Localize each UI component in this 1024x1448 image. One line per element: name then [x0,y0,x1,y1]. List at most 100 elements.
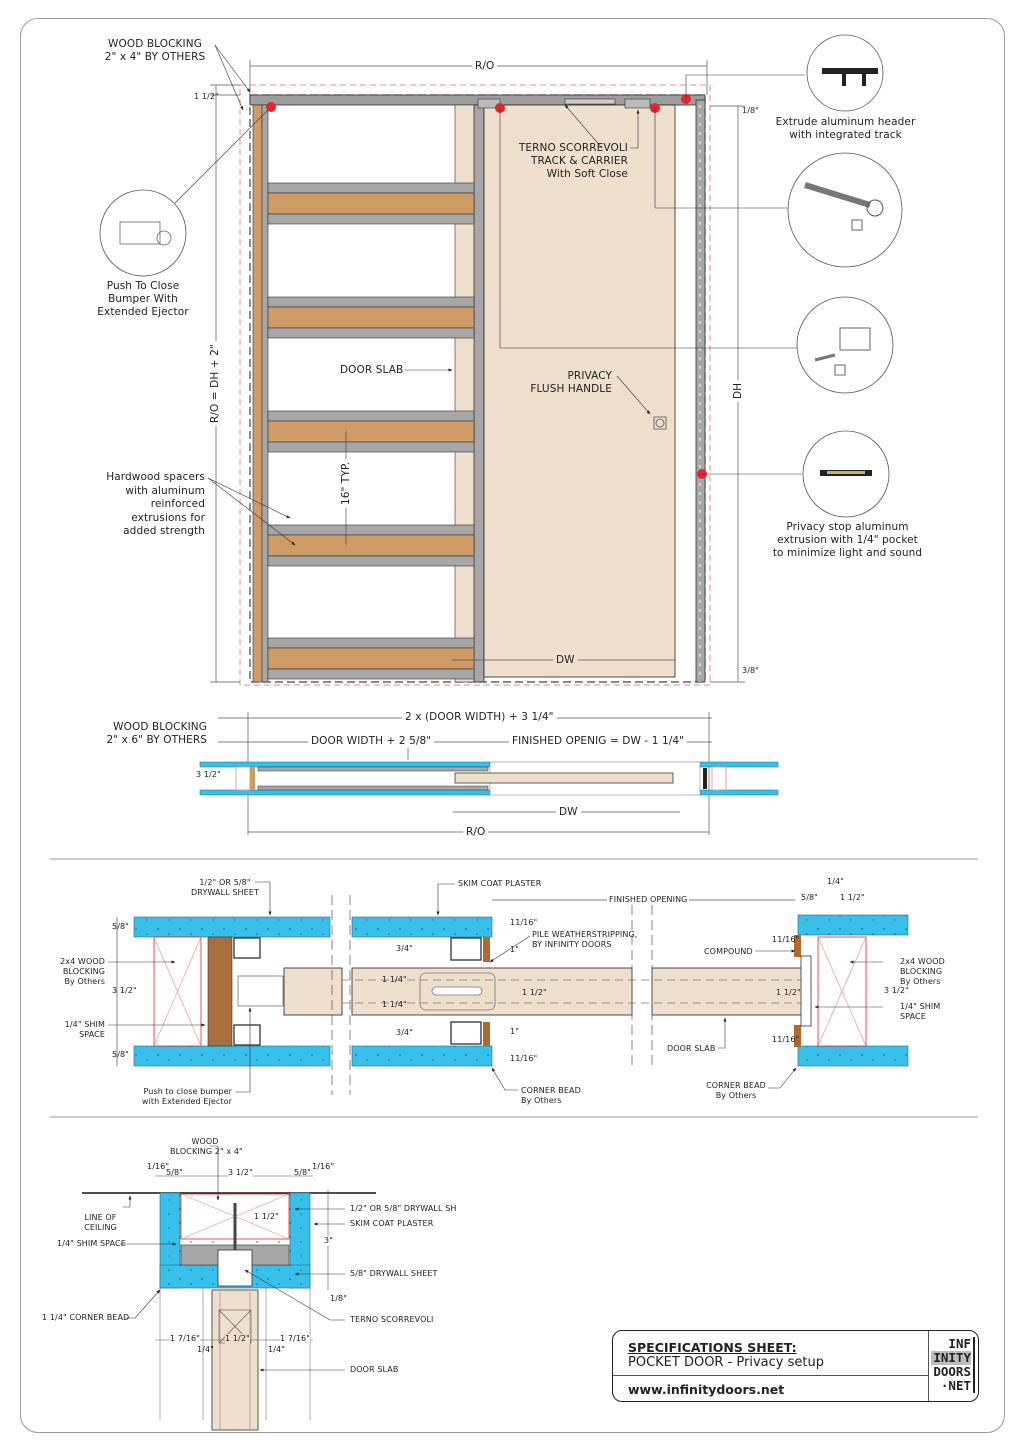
head-section [82,1145,376,1431]
callout-line: Push To Close [106,280,180,292]
callout-line: BLOCKING [62,967,105,976]
callout-wood-blocking-head: WOOD BLOCKING 2" x 4" [170,1137,243,1157]
dim-head-bottom-0: 1 7/16" [170,1334,200,1344]
dim-head-bottom-1: 1/4" [197,1345,214,1354]
callout-corner-bead-mid: CORNER BEAD By Others [521,1086,581,1106]
dim-16-typ: 16" TYP. [340,458,353,508]
callout-line: 1/4" SHIM [64,1020,105,1029]
callout-line: By Others [521,1096,562,1105]
callout-door-slab: DOOR SLAB [340,364,404,376]
dim-three-quarter-top: 3/4" [396,944,413,953]
callout-line: Extended Ejector [97,306,189,318]
drawing-sheet-border [20,18,1005,1433]
callout-aluminum-header: Extrude aluminum header with integrated … [768,116,923,142]
dim-one-half-right: 1 1/2" [840,893,865,902]
callout-terno-track: TERNO SCORREVOLI TRACK & CARRIER With So… [500,142,628,181]
callout-line: BLOCKING 2" x 4" [170,1147,243,1156]
dim-head-bottom-3: 1/4" [268,1345,285,1354]
dim-head-block: 1 1/2" [254,1212,279,1222]
callout-line: TRACK & CARRIER [531,155,628,167]
callout-push-to-close: Push To Close Bumper With Extended Eject… [88,280,198,319]
dim-top-gap: 1 1/2" [194,92,219,101]
callout-line: Bumper With [108,293,178,305]
callout-line: By Others [900,977,941,986]
dim-finished-opening: FINISHED OPENIG = DW - 1 1/4" [509,735,688,748]
callout-line: 2x4 WOOD [900,957,945,966]
dim-total-width: 2 x (DOOR WIDTH) + 3 1/4" [402,711,557,724]
title-block-text-area: SPECIFICATIONS SHEET: POCKET DOOR - Priv… [613,1331,929,1401]
callout-line: CORNER BEAD [706,1081,766,1090]
callout-line: with integrated track [789,129,902,141]
dim-slab-thickness: 1 1/2" [522,988,547,997]
dim-quarter-right: 1/4" [827,877,844,886]
title-block: SPECIFICATIONS SHEET: POCKET DOOR - Priv… [612,1330,979,1402]
callout-blocking-right: 2x4 WOOD BLOCKING By Others [900,957,945,987]
dim-three-quarter-bottom: 3/4" [396,1028,413,1037]
callout-line: WOOD [191,1137,219,1146]
callout-line: 1/4" SHIM [900,1002,941,1011]
dim-ro-height: R/O = DH + 2" [209,341,222,426]
dim-ro-top: R/O [472,60,498,73]
callout-wood-blocking-top: WOOD BLOCKING 2" x 4" BY OTHERS [100,38,210,64]
callout-line: Push to close bumper [143,1087,232,1096]
dim-head-bottom-4: 1 7/16" [280,1334,310,1344]
callout-line: 2" x 6" BY OTHERS [106,734,207,746]
plan-view [199,712,779,835]
callout-privacy-handle: PRIVACY FLUSH HANDLE [520,370,612,396]
callout-skim-coat: SKIM COAT PLASTER [458,879,542,888]
dim-head-top-2: 3 1/2" [228,1168,253,1178]
dim-1-inch-top: 1" [510,945,519,954]
website-link[interactable]: www.infinitydoors.net [628,1382,785,1397]
jamb-section [108,881,909,1095]
callout-compound: COMPOUND [704,947,753,956]
callout-line: with aluminum [125,484,205,497]
callout-drywall-sheet: 1/2" OR 5/8" DRYWALL SHEET [190,878,260,898]
callout-line: to minimize light and sound [772,547,923,559]
title-divider [613,1375,928,1376]
callout-line: PILE WEATHERSTRIPPING, [532,930,638,939]
dim-slab-lower: 1 1/4" [382,1000,407,1009]
bumper-detail-circle [99,189,187,277]
dim-head-top-4: 1/16" [312,1162,335,1171]
callout-line: By Others [715,1091,757,1100]
callout-line: 2x4 WOOD [60,957,105,966]
dim-head-top-3: 5/8" [294,1168,311,1177]
callout-corner-bead-head: 1 1/4" CORNER BEAD [42,1313,130,1322]
callout-line-of-ceiling: LINE OF CEILING [78,1213,123,1233]
logo-line: ·NET [940,1378,971,1393]
logo-line: DOORS [933,1364,971,1379]
dim-11-16-right-bottom: 11/16" [772,1035,800,1044]
dim-11-16-top: 11/16" [510,918,538,927]
dim-dw-elevation: DW [553,654,578,667]
dim-right-top-gap: 1/8" [742,106,759,115]
callout-line: CEILING [84,1223,117,1232]
callout-line: SPACE [79,1030,105,1039]
dim-dw-plan: DW [556,806,581,819]
dim-head-right: 3" [324,1236,333,1246]
callout-wood-blocking-plan: WOOD BLOCKING 2" x 6" BY OTHERS [95,721,207,747]
callout-shim-left: 1/4" SHIM SPACE [50,1020,105,1040]
dim-finished-opening-section: FINISHED OPENING [607,895,690,905]
dim-dh: DH [732,379,745,402]
dim-ro-plan: R/O [463,826,489,839]
callout-line: Hardwood spacers [106,471,205,483]
callout-privacy-stop: Privacy stop aluminum extrusion with 1/4… [765,521,930,560]
callout-line: BLOCKING [900,967,943,976]
dim-core-right: 3 1/2" [884,986,909,995]
dim-pocket-width: DOOR WIDTH + 2 5/8" [308,735,435,748]
callout-line: TERNO SCORREVOLI [518,142,628,154]
callout-line: WOOD BLOCKING [108,38,202,50]
marker-bumper [266,102,276,112]
callout-line: with Extended Ejector [141,1097,232,1106]
callout-line: DRYWALL SHEET [191,888,259,897]
callout-line: extrusion with 1/4" pocket [777,534,918,546]
callout-drywall-58-head: 5/8" DRYWALL SHEET [350,1269,438,1278]
dim-head-top-0: 1/16" [147,1162,170,1171]
callout-door-slab-head: DOOR SLAB [350,1365,399,1374]
bracket-detail-circle [796,296,894,394]
sheet-subtitle: POCKET DOOR - Privacy setup [628,1355,824,1370]
callout-blocking-left: 2x4 WOOD BLOCKING By Others [50,957,105,987]
dim-1-inch-bottom: 1" [510,1027,519,1036]
callout-line: WOOD BLOCKING [113,721,207,733]
